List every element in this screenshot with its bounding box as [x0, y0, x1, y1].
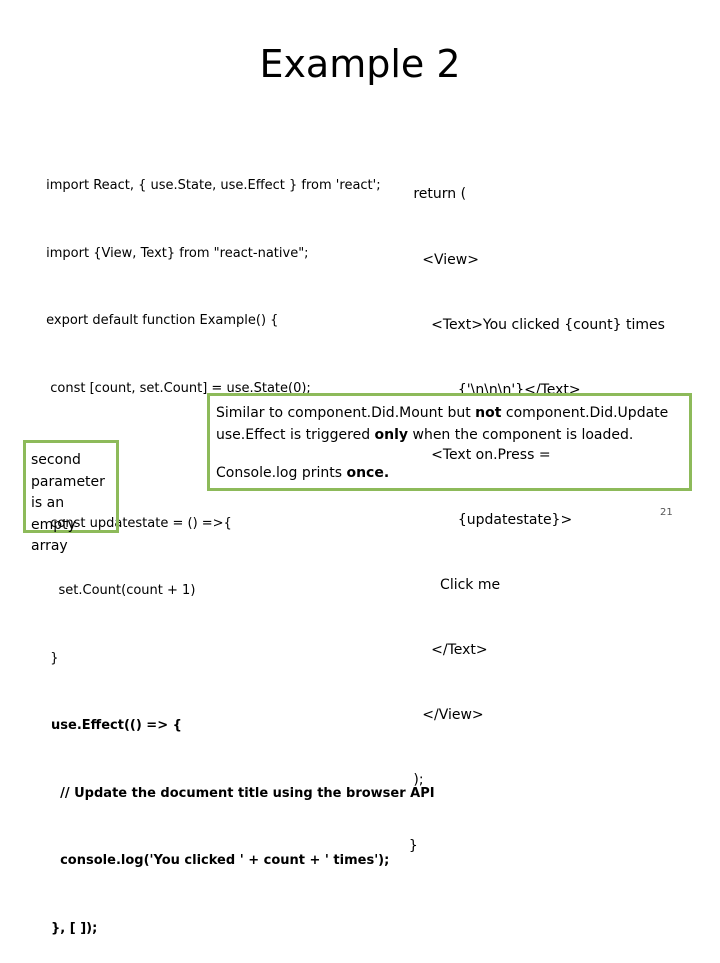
note-line-2: use.Effect is triggered only when the co… [216, 427, 634, 443]
code-line: </Text> [400, 642, 488, 659]
code-block-right: return ( <View> <Text>You clicked {count… [400, 141, 700, 879]
note-line-1: Similar to component.Did.Mount but not c… [216, 405, 669, 421]
code-line: return ( [400, 186, 467, 203]
code-line: export default function Example() { [42, 313, 279, 328]
note-box-explanation: Similar to component.Did.Mount but not c… [207, 393, 692, 491]
code-line: import React, { use.State, use.Effect } … [42, 178, 381, 193]
slide-title: Example 2 [259, 42, 461, 86]
note-box-second-parameter: second parameter is an empty array [23, 440, 119, 554]
code-line: }, [ ]); [42, 920, 98, 936]
note-line-3: Console.log prints once. [216, 465, 390, 481]
code-line: ); [400, 772, 424, 789]
code-line: </View> [400, 707, 484, 724]
code-line: } [42, 650, 59, 666]
code-block-left: import React, { use.State, use.Effect } … [42, 130, 435, 963]
page-number: 21 [660, 507, 673, 518]
code-line: const [count, set.Count] = use.State(0); [42, 380, 311, 396]
code-line: // Update the document title using the b… [42, 785, 435, 801]
code-line: <Text>You clicked {count} times [400, 316, 665, 333]
code-line: <View> [400, 251, 479, 268]
code-line: } [400, 837, 418, 854]
code-line: <Text on.Press = [400, 446, 551, 463]
code-line: {updatestate}> [400, 511, 573, 528]
code-line: import {View, Text} from "react-native"; [42, 245, 309, 261]
code-line: Click me [400, 577, 501, 594]
code-line: use.Effect(() => { [42, 718, 182, 733]
code-line: set.Count(count + 1) [42, 583, 196, 598]
code-line: console.log('You clicked ' + count + ' t… [42, 853, 390, 868]
code-line: const updatestate = () =>{ [42, 515, 232, 531]
